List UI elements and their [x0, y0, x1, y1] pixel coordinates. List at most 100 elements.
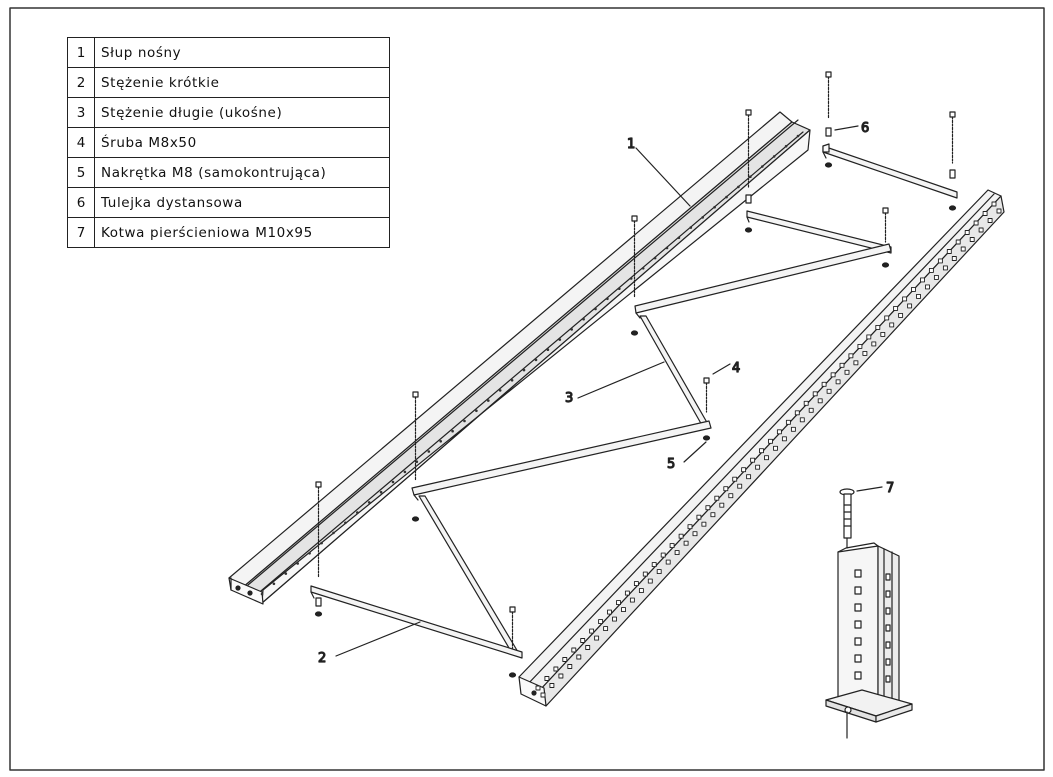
callout-4: 4: [732, 361, 740, 376]
perforation-slot: [785, 419, 791, 425]
perforation-slot: [656, 569, 662, 575]
perforation-slot: [973, 220, 979, 226]
part-number: 2: [67, 67, 95, 98]
bolt-2: [948, 111, 957, 211]
part-name: Kotwa pierścieniowa M10x95: [94, 217, 390, 248]
foot-hole: [854, 620, 862, 629]
parts-row: 2 Stężenie krótkie: [67, 67, 390, 98]
perforation-slot: [773, 445, 778, 451]
perforation-slot: [920, 277, 925, 283]
perforation-slot: [826, 388, 832, 394]
perforation-slot: [585, 645, 591, 650]
perforation-slot: [665, 559, 671, 565]
perforation-slot: [996, 208, 1002, 214]
foot-hole-side: [885, 624, 891, 632]
foot-hole-side: [885, 590, 891, 598]
perforation-slot: [647, 578, 653, 584]
perforation-slot: [723, 486, 729, 492]
perforation-slot: [911, 286, 916, 292]
perforation-slot: [746, 474, 752, 480]
perforation-slot: [866, 334, 872, 340]
perforation-slot: [937, 258, 943, 264]
part-number: 7: [67, 217, 95, 248]
perforation-slot: [907, 303, 913, 309]
perforation-slot: [603, 626, 609, 632]
part-name: Słup nośny: [94, 37, 390, 68]
perforation-slot: [880, 331, 886, 337]
bolt-3: [744, 109, 753, 233]
foot-hole: [854, 586, 862, 595]
part-number: 5: [67, 157, 95, 188]
upright-left: [228, 111, 811, 605]
perforation-slot: [759, 448, 764, 454]
callout-3: 3: [565, 391, 573, 406]
perforation-slot: [781, 436, 787, 442]
perforation-slot: [812, 391, 818, 397]
perforation-slot: [594, 635, 600, 641]
perforation-slot: [902, 296, 908, 302]
foot-hole: [854, 637, 862, 646]
parts-row: 7 Kotwa pierścieniowa M10x95: [67, 217, 390, 248]
perforation-slot: [889, 322, 895, 328]
perforation-slot: [991, 201, 997, 207]
perforation-slot: [799, 417, 805, 423]
perforation-slot: [857, 343, 863, 349]
perforation-slot: [848, 353, 854, 359]
perforation-slot: [768, 438, 773, 444]
part-name: Nakrętka M8 (samokontrująca): [94, 157, 390, 188]
perforation-slot: [576, 654, 582, 660]
bolt-4: [881, 207, 890, 268]
foot-hole-side: [885, 641, 891, 649]
perforation-slot: [558, 673, 564, 679]
column-foot-holes: [854, 569, 891, 683]
perforation-slot: [875, 324, 881, 330]
foot-hole: [854, 654, 862, 663]
perforation-slot: [669, 543, 675, 549]
foot-hole-side: [885, 675, 891, 683]
perforation-slot: [946, 249, 952, 254]
perforation-slot: [951, 256, 957, 261]
callout-7: 7: [886, 481, 894, 496]
part-number: 4: [67, 127, 95, 158]
perforation-slot: [817, 398, 823, 404]
perforation-slot: [624, 590, 630, 596]
upright-left-hole-row: [260, 134, 800, 596]
perforation-slot: [790, 426, 796, 432]
fasteners: [314, 71, 957, 678]
perforation-slot: [884, 315, 890, 321]
perforation-slot: [692, 531, 698, 537]
part-number: 3: [67, 97, 95, 128]
perforation-slot: [898, 312, 904, 318]
parts-row: 6 Tulejka dystansowa: [67, 187, 390, 218]
perforation-slot: [893, 305, 899, 311]
perforation-slot: [696, 514, 702, 520]
perforation-slot: [553, 666, 559, 672]
bolt-7: [411, 391, 420, 522]
perforation-slot: [862, 350, 868, 356]
parts-row: 1 Słup nośny: [67, 37, 390, 68]
perforation-slot: [580, 638, 586, 643]
perforation-slot: [844, 369, 850, 375]
perforation-slot: [955, 239, 961, 245]
perforation-slot: [687, 524, 693, 530]
foot-hole: [854, 671, 862, 680]
perforation-slot: [616, 600, 621, 606]
callout-2: 2: [318, 651, 326, 666]
perforation-slot: [567, 664, 573, 669]
part-number: 6: [67, 187, 95, 218]
part-name: Tulejka dystansowa: [94, 187, 390, 218]
perforation-slot: [642, 571, 648, 577]
perforation-slot: [612, 616, 617, 622]
perforation-slot: [544, 676, 550, 681]
perforation-slot: [803, 400, 809, 406]
perforation-slot: [755, 464, 761, 470]
perforation-slot: [933, 274, 939, 280]
bolt-8: [314, 481, 323, 617]
perforation-slot: [830, 372, 836, 378]
perforation-slot: [701, 521, 707, 527]
perforation-slot: [839, 362, 845, 368]
perforation-slot: [549, 683, 555, 688]
perforation-slot: [737, 483, 743, 489]
